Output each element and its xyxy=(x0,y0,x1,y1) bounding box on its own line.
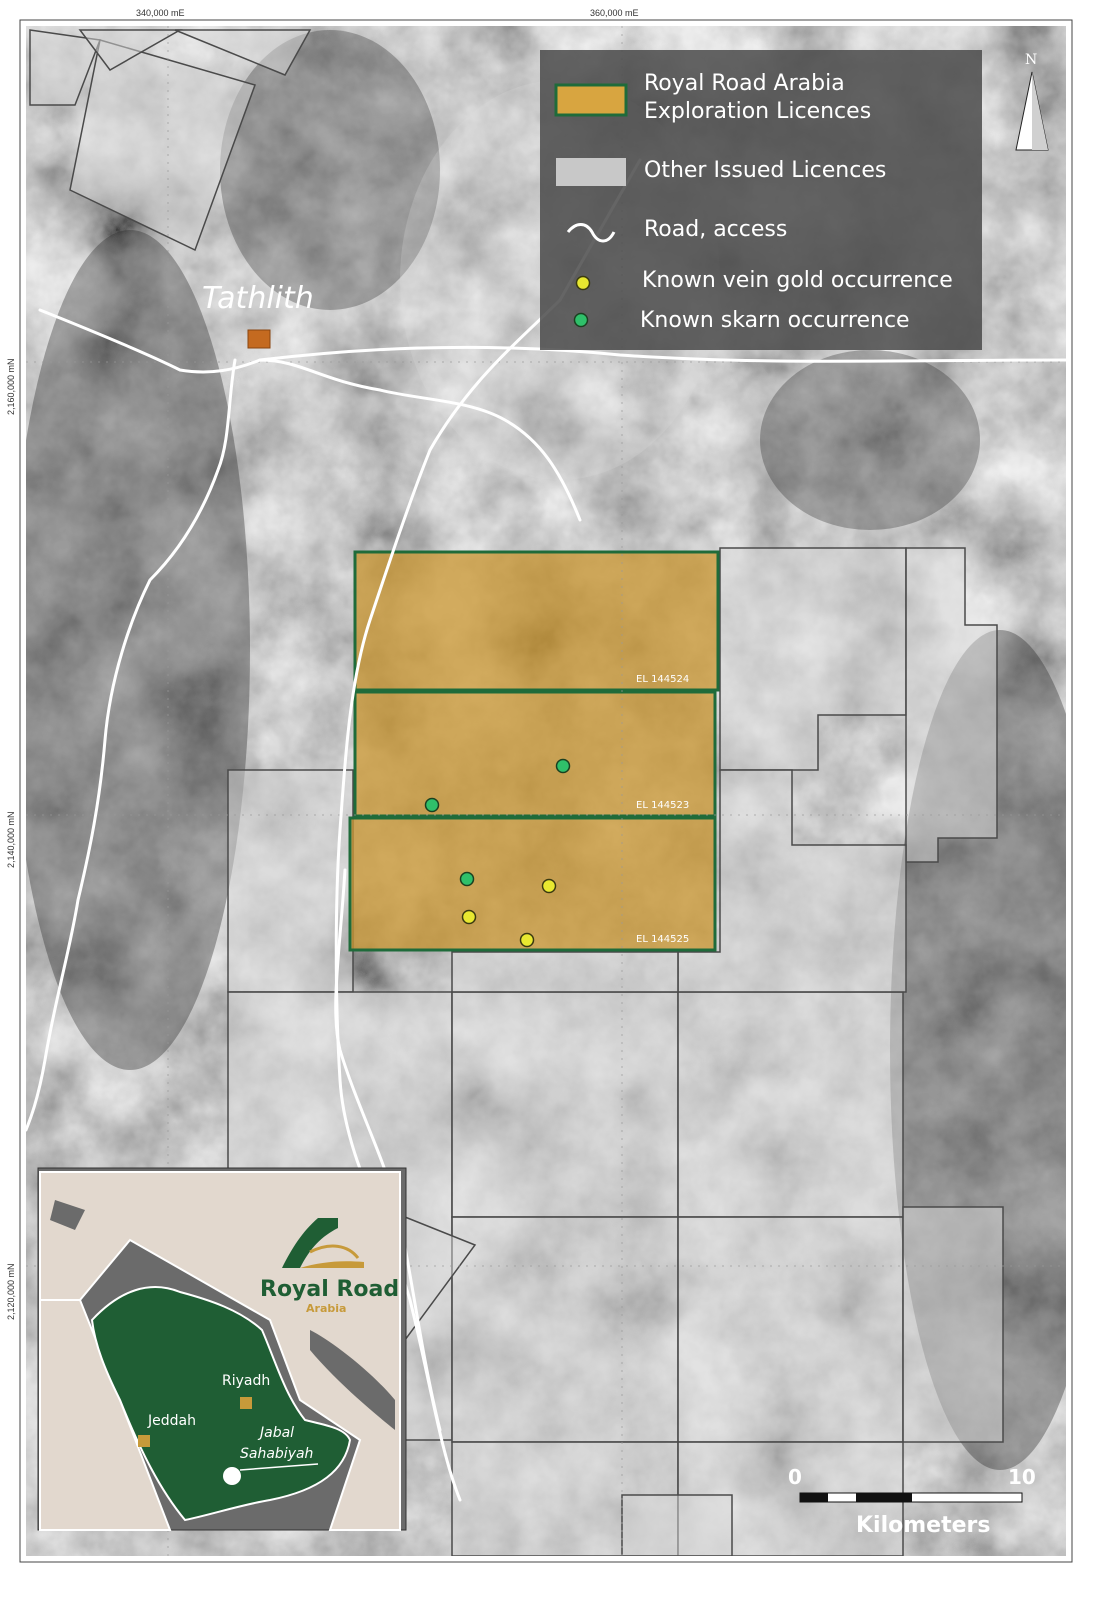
scale-max: 10 xyxy=(1008,1465,1036,1489)
rra-licences xyxy=(348,550,720,952)
licence-label-el2: EL 144523 xyxy=(636,800,689,811)
inset-project-line1: Jabal xyxy=(257,1425,294,1441)
other-licences xyxy=(29,29,1004,1556)
inset-jeddah: Jeddah xyxy=(147,1413,196,1429)
skarn-point xyxy=(424,797,440,813)
north-label: N xyxy=(1025,52,1037,68)
royal-road-logo-icon xyxy=(282,1218,364,1268)
legend-swatch-other xyxy=(556,158,626,186)
easting-label-2: 360,000 mE xyxy=(590,8,639,18)
inset-map: Riyadh Jeddah Jabal Sahabiyah Royal Road… xyxy=(37,1167,407,1531)
north-arrow-icon: N xyxy=(1015,52,1049,151)
easting-label-1: 340,000 mE xyxy=(136,8,185,18)
jeddah-marker xyxy=(138,1435,150,1447)
project-location-marker xyxy=(223,1467,241,1485)
tathlith-marker xyxy=(247,329,271,349)
brand-name: Royal Road xyxy=(260,1277,399,1302)
coordinate-grid xyxy=(26,26,1066,1556)
scale-unit: Kilometers xyxy=(856,1513,990,1538)
saudi-arabia xyxy=(90,1286,352,1522)
northing-label-1: 2,160,000 mN xyxy=(6,358,16,415)
roads xyxy=(26,158,1066,1502)
legend-rra-line1: Royal Road Arabia xyxy=(644,71,845,96)
gold-point xyxy=(541,878,557,894)
town-label: Tathlith xyxy=(202,281,314,316)
gold-point xyxy=(519,932,535,948)
road-symbol-icon xyxy=(566,223,616,243)
licence-el-144524 xyxy=(353,550,720,692)
scale-min: 0 xyxy=(788,1465,802,1489)
inset-project-line2: Sahabiyah xyxy=(240,1446,313,1462)
legend-gold-symbol xyxy=(575,275,591,291)
licence-label-el3: EL 144525 xyxy=(636,934,689,945)
northing-label-2: 2,140,000 mN xyxy=(6,811,16,868)
riyadh-marker xyxy=(240,1397,252,1409)
licence-el-144525 xyxy=(348,816,717,952)
licence-el-144523 xyxy=(353,690,717,818)
legend-road: Road, access xyxy=(644,217,787,242)
inset-riyadh: Riyadh xyxy=(222,1373,270,1389)
skarn-point xyxy=(459,871,475,887)
legend-gold: Known vein gold occurrence xyxy=(642,268,953,293)
legend-skarn: Known skarn occurrence xyxy=(640,308,910,333)
scale-bar: 0 10 Kilometers xyxy=(788,1465,1036,1538)
legend: Royal Road Arabia Exploration Licences O… xyxy=(540,50,982,350)
gold-point xyxy=(461,909,477,925)
northing-label-3: 2,120,000 mN xyxy=(6,1263,16,1320)
licence-label-el1: EL 144524 xyxy=(636,674,689,685)
legend-skarn-symbol xyxy=(573,312,589,328)
brand-sub: Arabia xyxy=(306,1302,346,1315)
skarn-point xyxy=(555,758,571,774)
gold-occurrences xyxy=(461,878,557,948)
legend-other: Other Issued Licences xyxy=(644,158,886,183)
legend-rra-line2: Exploration Licences xyxy=(644,99,871,124)
legend-swatch-rra xyxy=(554,83,628,117)
skarn-occurrences xyxy=(424,758,571,887)
